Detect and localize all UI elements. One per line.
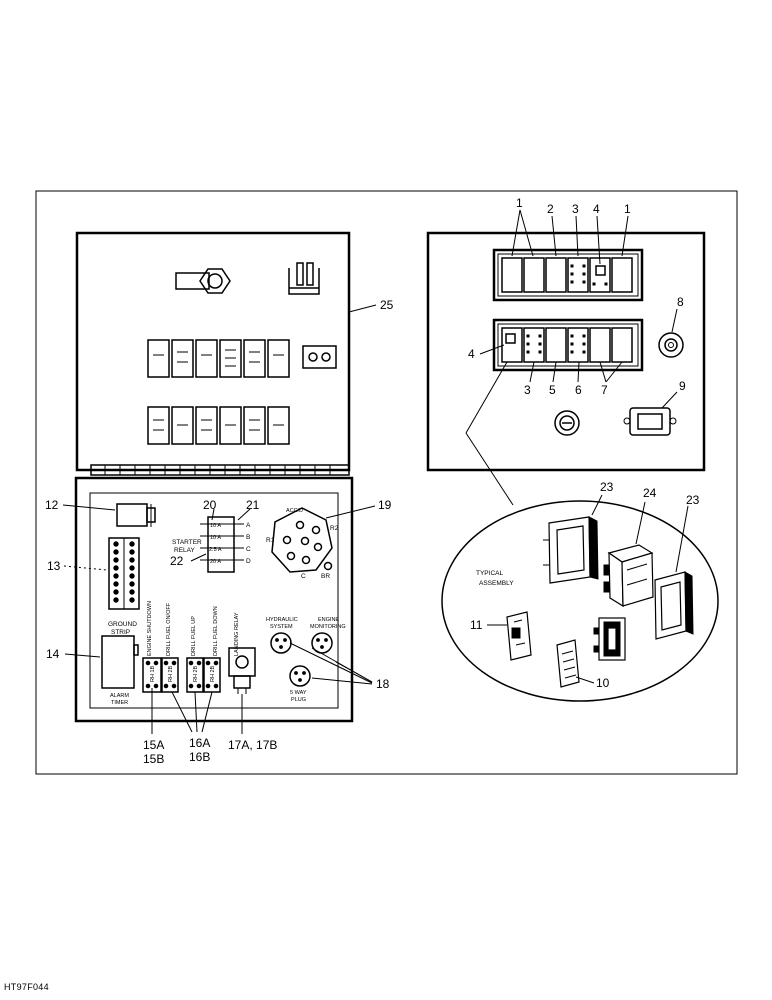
callout-13: 13 bbox=[47, 559, 61, 573]
two-hole-plate-icon bbox=[302, 345, 337, 369]
callout-24: 24 bbox=[643, 486, 657, 500]
fuse-block: 10 A 10 A 2.5 A 20 A A B C D 20 21 22 bbox=[170, 498, 260, 573]
callout-4-top: 4 bbox=[593, 202, 600, 216]
callout-19: 19 bbox=[378, 498, 392, 512]
callout-15a: 15A bbox=[143, 738, 164, 752]
ground-strip-label-2: STRIP bbox=[111, 629, 130, 636]
instrument-panel-callouts: 1 2 3 4 1 8 4 3 5 6 7 9 bbox=[468, 196, 686, 409]
fuse-b-rating: 10 A bbox=[210, 535, 221, 541]
callout-10: 10 bbox=[596, 676, 610, 690]
alarm-timer-label-1: ALARM bbox=[110, 693, 129, 699]
starter-relay-label-1: STARTER bbox=[172, 539, 202, 546]
landing-relay bbox=[228, 647, 256, 694]
callout-7: 7 bbox=[601, 383, 608, 397]
callout-14: 14 bbox=[46, 647, 60, 661]
callout-21: 21 bbox=[246, 498, 260, 512]
engine-monitoring-label-1: ENGINE bbox=[318, 617, 339, 623]
callout-15b: 15B bbox=[143, 752, 164, 766]
drill-up-label: DRILL FUEL UP bbox=[191, 616, 197, 656]
pin-r1: R1 bbox=[266, 537, 275, 544]
fuse-d-letter: D bbox=[246, 558, 251, 565]
relay-panel bbox=[74, 476, 354, 723]
relay-id-a: RH 1B bbox=[150, 665, 156, 682]
swpin-label-2: PLUG bbox=[291, 697, 306, 703]
alarm-timer-label-2: TIMER bbox=[111, 700, 128, 706]
circular-connector: ACC/D R2 R1 C BR 19 bbox=[266, 498, 392, 580]
starter-relay-label-2: RELAY bbox=[174, 547, 195, 554]
callout-25: 25 bbox=[380, 298, 394, 312]
fuse-b-letter: B bbox=[246, 534, 250, 541]
door-switch-row-bottom bbox=[147, 406, 290, 445]
fuse-c-letter: C bbox=[246, 546, 251, 553]
pin-c: C bbox=[301, 573, 306, 580]
engine-shutdown-label: ENGINE SHUTDOWN bbox=[147, 601, 153, 656]
starter-relay: 12 STARTER RELAY bbox=[45, 498, 202, 554]
key-switch-icon bbox=[175, 268, 231, 294]
assembly-callouts: 23 24 23 11 10 bbox=[470, 480, 700, 690]
relay-id-c: RH 2B bbox=[193, 665, 199, 682]
callout-17: 17A, 17B bbox=[228, 738, 277, 752]
ground-strip-label-1: GROUND bbox=[108, 621, 137, 628]
fuse-d-rating: 20 A bbox=[210, 559, 221, 565]
bezel-left bbox=[543, 516, 599, 584]
callout-3-top: 3 bbox=[572, 202, 579, 216]
callout-22: 22 bbox=[170, 554, 184, 568]
callout-1-left: 1 bbox=[516, 196, 523, 210]
callout-8: 8 bbox=[677, 295, 684, 309]
assembly-leader-left bbox=[465, 361, 508, 434]
callout-12: 12 bbox=[45, 498, 59, 512]
switch-housing bbox=[603, 544, 654, 608]
hydraulic-label-2: SYSTEM bbox=[270, 624, 293, 630]
callout-6: 6 bbox=[575, 383, 582, 397]
hinge bbox=[90, 464, 350, 476]
bezel-right bbox=[654, 571, 694, 640]
door-panel: 25 bbox=[75, 231, 394, 472]
door-switch-row-top bbox=[147, 339, 290, 378]
bottom-callouts: 15A 15B 16A 16B 17A, 17B 18 bbox=[143, 642, 390, 766]
pin-acc: ACC/D bbox=[286, 508, 303, 514]
landing-relay-label: LANDING RELAY bbox=[234, 612, 240, 656]
callout-5: 5 bbox=[549, 383, 556, 397]
callout-20: 20 bbox=[203, 498, 217, 512]
assembly-label-2: ASSEMBLY bbox=[479, 580, 514, 587]
swpin-label-1: 5 WAY bbox=[290, 690, 307, 696]
toggle-bracket-icon bbox=[288, 262, 320, 295]
callout-11: 11 bbox=[470, 618, 483, 632]
alarm-timer: 14 ALARM TIMER bbox=[46, 635, 139, 706]
hydraulic-label-1: HYDRAULIC bbox=[266, 617, 298, 623]
typical-assembly-ellipse bbox=[441, 500, 719, 702]
switch-body bbox=[593, 617, 626, 661]
engine-monitoring-label-2: MONITORING bbox=[310, 624, 346, 630]
assembly-leader-right bbox=[465, 432, 514, 506]
outer-frame bbox=[35, 190, 738, 775]
callout-1-right: 1 bbox=[624, 202, 631, 216]
relay-id-d: RH 2B bbox=[210, 665, 216, 682]
receptacles: HYDRAULIC SYSTEM ENGINE MONITORING 5 WAY… bbox=[266, 617, 346, 703]
rocker-switch-10 bbox=[556, 639, 580, 688]
fuse-a-rating: 10 A bbox=[210, 523, 221, 529]
fuse-c-rating: 2.5 A bbox=[209, 547, 222, 553]
assembly-label-1: TYPICAL bbox=[476, 570, 503, 577]
callout-9: 9 bbox=[679, 379, 686, 393]
callout-3-bottom: 3 bbox=[524, 383, 531, 397]
callout-23-left: 23 bbox=[600, 480, 614, 494]
callout-18: 18 bbox=[376, 677, 390, 691]
callout-23-right: 23 bbox=[686, 493, 700, 507]
drill-on-off-label: DRILL FUEL ON/OFF bbox=[166, 602, 172, 656]
fuse-a-letter: A bbox=[246, 522, 251, 529]
drill-down-label: DRILL FUEL DOWN bbox=[213, 606, 219, 656]
pin-br: BR bbox=[321, 573, 330, 580]
callout-16a: 16A bbox=[189, 736, 210, 750]
figure-id: HT97F044 bbox=[4, 982, 49, 992]
callout-16b: 16B bbox=[189, 750, 210, 764]
relay-sockets: RH 1B RH 2B RH 2B RH 2B bbox=[142, 657, 221, 693]
rocker-switch-11 bbox=[506, 611, 532, 661]
relay-id-b: RH 2B bbox=[168, 665, 174, 682]
pin-r2: R2 bbox=[330, 525, 339, 532]
callout-4-bottom: 4 bbox=[468, 347, 475, 361]
callout-2: 2 bbox=[547, 202, 554, 216]
ground-strip: 13 GROUND STRIP bbox=[47, 537, 140, 636]
